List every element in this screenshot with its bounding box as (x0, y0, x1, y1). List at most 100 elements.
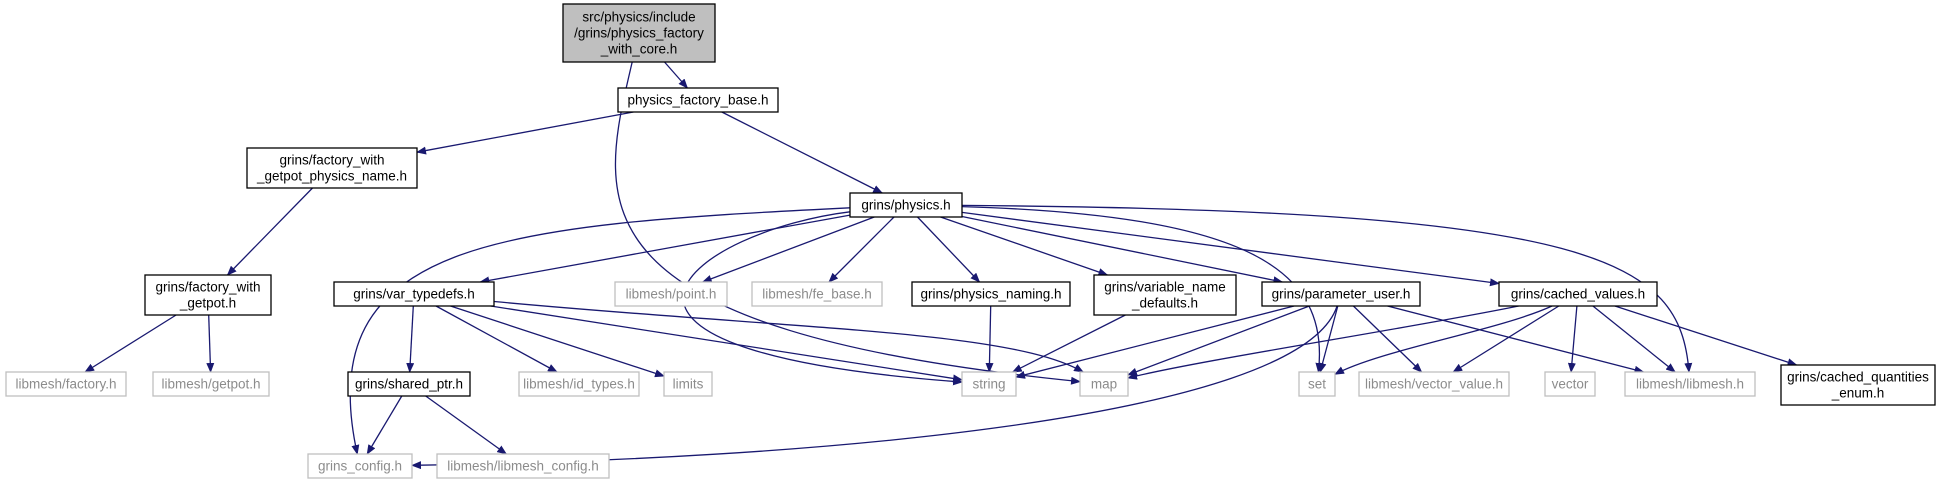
edge-physics-to-vartypedefs (479, 214, 851, 285)
edge-cachedvalues-to-set (1334, 305, 1553, 375)
node-label-string-line-0: string (972, 377, 1005, 392)
node-box-lfebase (751, 281, 883, 307)
node-llibmesh: libmesh/libmesh.h (1624, 371, 1756, 397)
node-label-lvectorvalue-line-0: libmesh/vector_value.h (1365, 377, 1503, 392)
node-box-grinsconfig (307, 453, 413, 479)
node-box-limits (663, 371, 713, 397)
node-label-pfb-line-0: physics_factory_base.h (627, 93, 768, 108)
node-string: string (961, 371, 1017, 397)
node-box-sharedptr (347, 371, 471, 397)
node-cqenum[interactable]: grins/cached_quantities_enum.h (1780, 364, 1936, 406)
node-label-fwg-line-0: grins/factory_with (155, 280, 260, 295)
node-lgetpot: libmesh/getpot.h (152, 371, 270, 397)
node-box-llibmesh (1624, 371, 1756, 397)
edge-cachedvalues-to-cqenum (1614, 305, 1798, 367)
edge-vndefaults-to-string (1011, 314, 1126, 373)
edge-paramuser-to-lvectorvalue (1352, 305, 1423, 373)
node-pnaming[interactable]: grins/physics_naming.h (911, 281, 1071, 307)
node-box-llibmeshconfig (436, 453, 610, 479)
edge-physics-to-lfebase (828, 216, 895, 283)
node-vndefaults[interactable]: grins/variable_name_defaults.h (1093, 274, 1237, 316)
node-label-sharedptr-line-0: grins/shared_ptr.h (355, 377, 463, 392)
node-label-vector-line-0: vector (1552, 377, 1589, 392)
edge-physics-to-vndefaults (940, 216, 1109, 276)
node-fwgpn[interactable]: grins/factory_with_getpot_physics_name.h (246, 147, 418, 189)
node-box-physics (849, 192, 963, 218)
node-box-vector (1544, 371, 1596, 397)
node-paramuser[interactable]: grins/parameter_user.h (1261, 281, 1421, 307)
node-lvectorvalue: libmesh/vector_value.h (1358, 371, 1510, 397)
node-box-pfb (617, 87, 779, 113)
edge-pfb-to-physics (721, 111, 884, 194)
node-label-vndefaults-line-1: _defaults.h (1131, 296, 1198, 311)
node-label-limits-line-0: limits (673, 377, 704, 392)
node-label-lidtypes-line-0: libmesh/id_types.h (523, 377, 635, 392)
node-fwg[interactable]: grins/factory_with_getpot.h (144, 274, 272, 316)
edge-vartypedefs-to-lidtypes (435, 305, 558, 373)
edge-sharedptr-to-grinsconfig (366, 395, 403, 455)
edge-fwg-to-lfactory (84, 314, 177, 373)
edge-vartypedefs-to-map (493, 300, 1084, 373)
edge-sharedptr-to-llibmeshconfig (425, 395, 508, 455)
node-box-cachedvalues (1498, 281, 1658, 307)
node-label-map-line-0: map (1091, 377, 1117, 392)
node-llibmeshconfig: libmesh/libmesh_config.h (436, 453, 610, 479)
node-lfactory: libmesh/factory.h (5, 371, 127, 397)
node-limits: limits (663, 371, 713, 397)
node-sharedptr[interactable]: grins/shared_ptr.h (347, 371, 471, 397)
node-label-vndefaults-line-0: grins/variable_name (1104, 280, 1226, 295)
edge-pfb-to-fwgpn (416, 111, 634, 155)
edge-cachedvalues-to-vector (1567, 305, 1578, 373)
edge-layer (84, 61, 1798, 470)
node-box-pnaming (911, 281, 1071, 307)
node-box-vndefaults (1093, 274, 1237, 316)
node-box-lvectorvalue (1358, 371, 1510, 397)
node-box-map (1079, 371, 1129, 397)
edge-root-to-pfb (664, 61, 689, 89)
edge-cachedvalues-to-llibmesh (1592, 305, 1676, 373)
node-label-llibmeshconfig-line-0: libmesh/libmesh_config.h (447, 459, 599, 474)
edge-paramuser-to-llibmesh (1387, 305, 1645, 374)
node-label-lfebase-line-0: libmesh/fe_base.h (762, 287, 872, 302)
edge-physics-to-paramuser (961, 215, 1284, 285)
edge-fwg-to-lgetpot (206, 314, 215, 373)
node-label-lpoint-line-0: libmesh/point.h (626, 287, 717, 302)
node-label-root-line-1: /grins/physics_factory (574, 26, 704, 41)
node-box-paramuser (1261, 281, 1421, 307)
node-label-paramuser-line-0: grins/parameter_user.h (1272, 287, 1411, 302)
node-vartypedefs[interactable]: grins/var_typedefs.h (333, 281, 495, 307)
node-lpoint: libmesh/point.h (614, 281, 728, 307)
edge-physics-to-grinsconfig (349, 207, 851, 455)
node-box-lgetpot (152, 371, 270, 397)
edge-vartypedefs-to-limits (450, 305, 665, 378)
node-label-fwgpn-line-0: grins/factory_with (279, 153, 384, 168)
edge-physics-to-lpoint (701, 216, 875, 283)
node-pfb[interactable]: physics_factory_base.h (617, 87, 779, 113)
node-label-cqenum-line-0: grins/cached_quantities (1787, 370, 1929, 385)
node-label-fwgpn-line-1: _getpot_physics_name.h (256, 169, 407, 184)
edge-paramuser-to-map (1127, 305, 1310, 376)
edge-vartypedefs-to-sharedptr (406, 305, 415, 373)
node-label-pnaming-line-0: grins/physics_naming.h (920, 287, 1061, 302)
node-box-lidtypes (518, 371, 640, 397)
edge-vartypedefs-to-string (490, 305, 963, 383)
node-label-root-line-0: src/physics/include (582, 10, 695, 25)
node-physics[interactable]: grins/physics.h (849, 192, 963, 218)
node-label-vartypedefs-line-0: grins/var_typedefs.h (353, 287, 475, 302)
node-label-physics-line-0: grins/physics.h (861, 198, 950, 213)
node-label-lfactory-line-0: libmesh/factory.h (15, 377, 116, 392)
node-box-fwgpn (246, 147, 418, 189)
node-box-fwg (144, 274, 272, 316)
node-grinsconfig: grins_config.h (307, 453, 413, 479)
node-box-string (961, 371, 1017, 397)
edge-paramuser-to-set (1318, 305, 1339, 373)
node-box-lpoint (614, 281, 728, 307)
node-vector: vector (1544, 371, 1596, 397)
node-root[interactable]: src/physics/include/grins/physics_factor… (562, 3, 716, 63)
edge-physics-to-cachedvalues (961, 211, 1500, 287)
node-box-cqenum (1780, 364, 1936, 406)
edge-paramuser-to-string (1015, 305, 1295, 379)
node-cachedvalues[interactable]: grins/cached_values.h (1498, 281, 1658, 307)
